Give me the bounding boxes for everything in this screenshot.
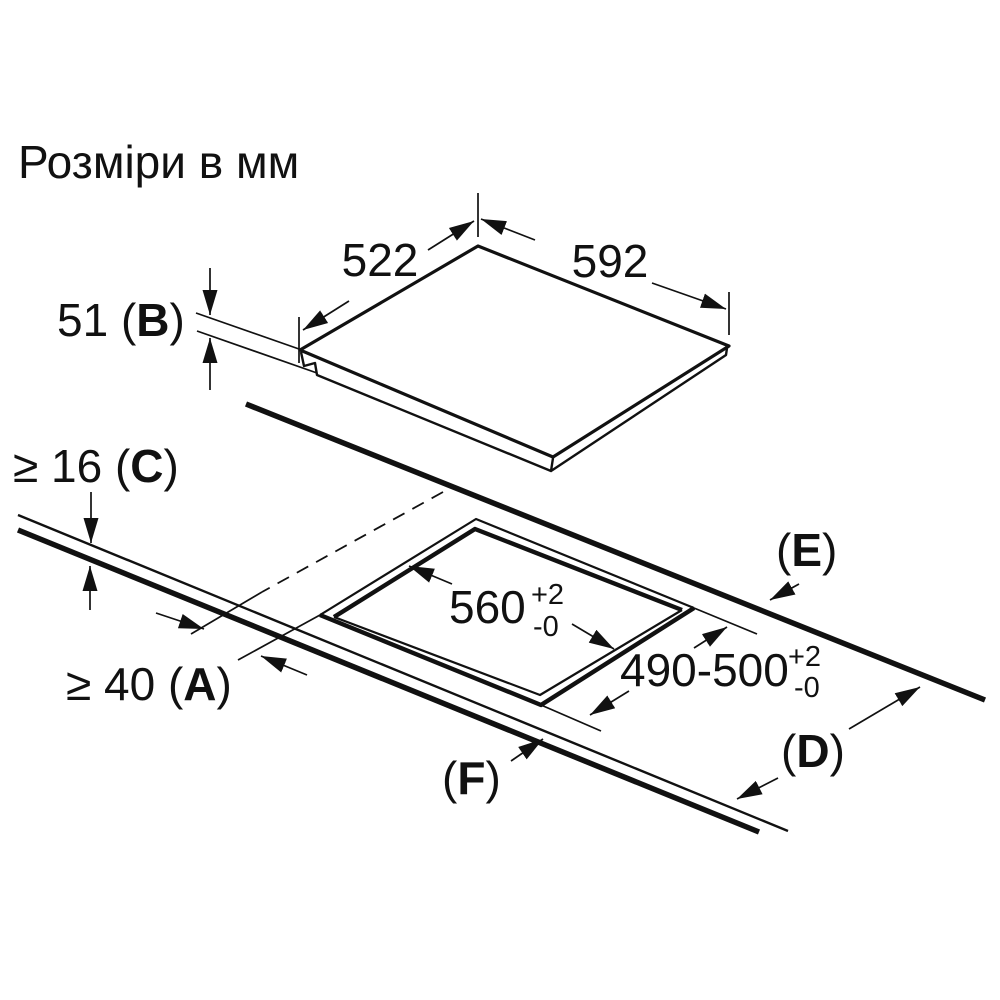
extension-line-cutout-bottom-corner <box>540 704 602 732</box>
dim-522-arrow-upper <box>427 220 475 251</box>
callout-arrows <box>510 581 921 800</box>
callout-e-label: (E) <box>776 524 837 576</box>
dim-522-arrow-lower <box>302 300 350 331</box>
dim-16-c-label: ≥ 16 (C) <box>13 440 179 492</box>
dim-490-500 <box>540 607 758 732</box>
dim-16-c <box>82 492 99 610</box>
callout-d-arrow-down <box>736 777 779 800</box>
dim-592-arrow-right <box>651 282 727 310</box>
hob-body-outline <box>299 347 729 473</box>
extension-line-glass-top <box>195 312 300 350</box>
worktop-front-top-edge-line <box>17 513 789 833</box>
worktop-front-bottom-edge-line <box>16 527 761 835</box>
callout-f-label: (F) <box>442 752 501 804</box>
dim-40-a <box>155 591 321 676</box>
dim-490-500-label: 490-500 <box>620 644 789 696</box>
hob-drawing <box>298 244 731 473</box>
dim-560-label: 560 <box>449 581 526 633</box>
dim-592-label: 592 <box>572 235 649 287</box>
dim-490-arrow-upper <box>693 626 728 649</box>
dim-560-arrow-left <box>408 565 453 585</box>
dim-40-arrow-right <box>155 612 205 630</box>
worktop-back-edge-line <box>244 401 987 703</box>
hob-glass-top-outline <box>298 244 731 459</box>
callout-d-label: (D) <box>781 725 845 777</box>
dim-51-b-label: 51 (B) <box>57 294 185 346</box>
side-wall-dashed-line <box>261 491 444 593</box>
dim-490-500-tol-plus: +2 <box>788 641 821 673</box>
dim-490-500-tol-minus: -0 <box>794 672 820 704</box>
dim-560-tol-plus: +2 <box>531 579 564 611</box>
callout-d-arrow-up <box>848 686 921 730</box>
dim-40-a-label: ≥ 40 (A) <box>66 658 232 710</box>
dim-560-tol-minus: -0 <box>533 611 559 643</box>
dim-40-arrow-left <box>260 655 308 676</box>
worktop-drawing <box>16 401 987 835</box>
dim-560-arrow-right <box>571 623 615 650</box>
extension-line-cutout-right-corner <box>693 607 758 635</box>
callout-e-arrow <box>769 581 800 601</box>
page-title: Розміри в мм <box>18 136 299 188</box>
callout-f-arrow <box>510 738 544 762</box>
cutout-inner-back-edges <box>332 526 683 619</box>
dim-51-b <box>195 268 318 390</box>
dim-522-592 <box>298 193 730 363</box>
dim-592-arrow-left <box>480 218 536 241</box>
dim-560 <box>408 565 615 650</box>
cutout-outer-back-edges <box>319 517 695 616</box>
extension-line-cutout-edge <box>237 614 321 661</box>
dim-522-label: 522 <box>342 234 419 286</box>
cutout-inner-front-edges <box>333 609 683 697</box>
dim-490-arrow-lower <box>589 690 630 716</box>
